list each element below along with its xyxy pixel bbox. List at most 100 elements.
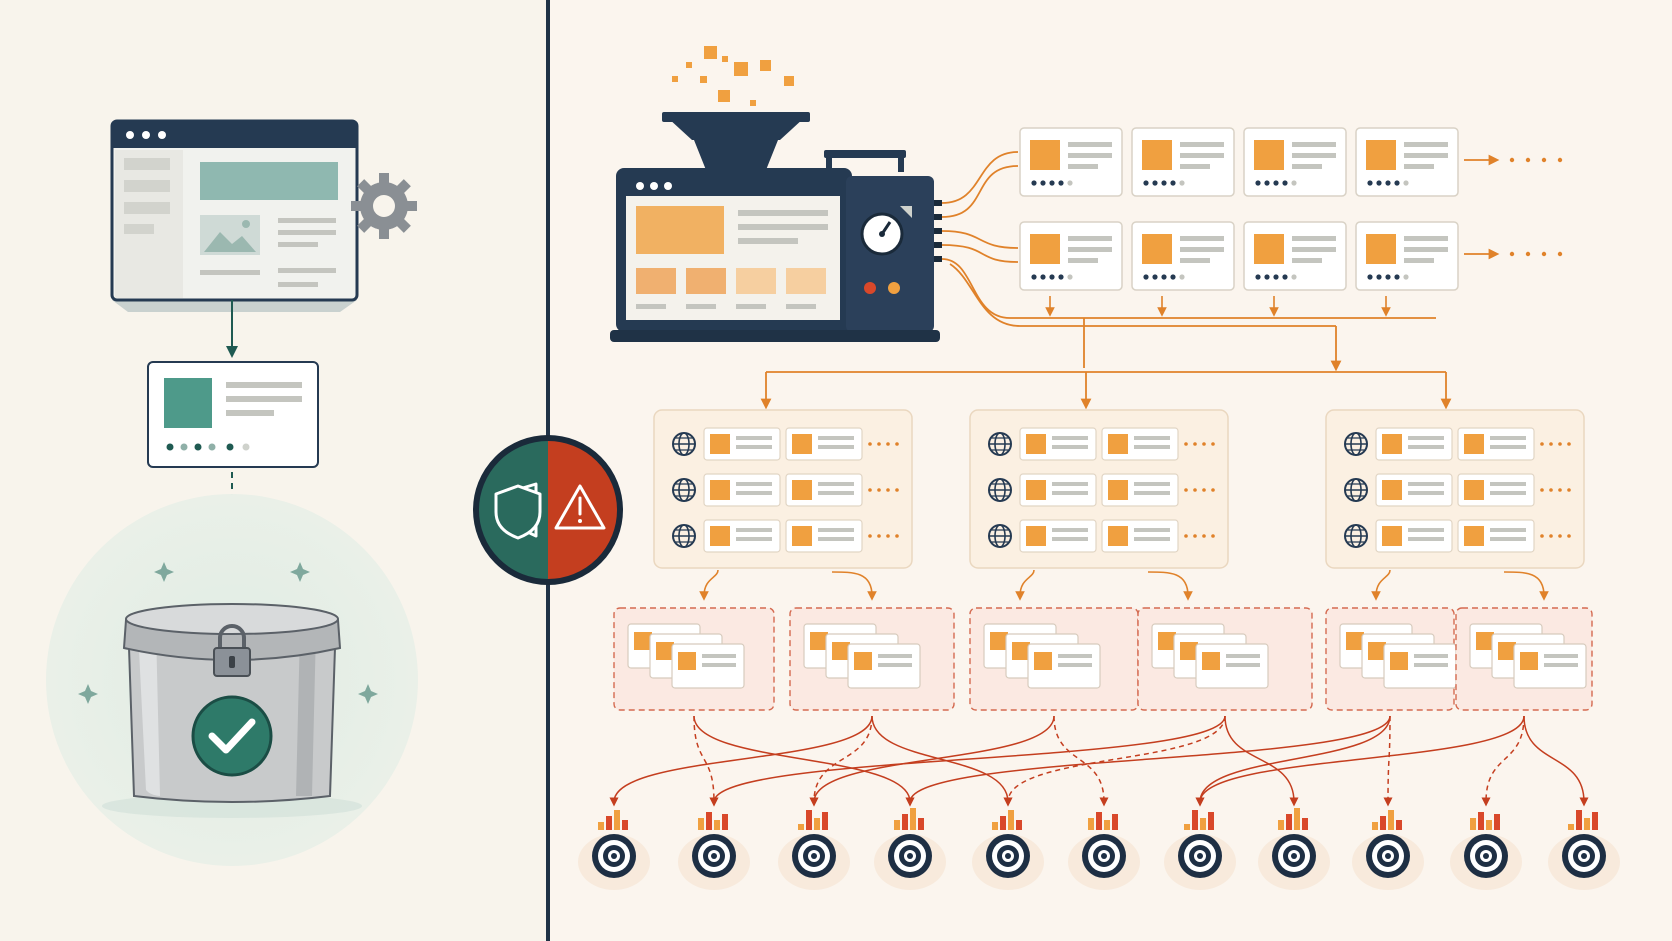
continuation-dot xyxy=(886,534,890,538)
sparkle-decor xyxy=(78,562,378,704)
continuation-dot xyxy=(886,488,890,492)
continuation-dot xyxy=(1525,251,1531,257)
card-thumbnail xyxy=(1030,234,1060,264)
distribution-link xyxy=(1224,715,1299,807)
content-card xyxy=(1131,221,1235,291)
mini-card xyxy=(1101,427,1179,461)
card-line xyxy=(1068,153,1112,158)
card-line xyxy=(1180,258,1210,263)
card-dot xyxy=(1273,274,1279,280)
card-thumbnail xyxy=(1366,140,1396,170)
mini-card xyxy=(1457,473,1535,507)
wire xyxy=(949,263,1336,327)
card-thumbnail xyxy=(1142,234,1172,264)
bar-chart-icon xyxy=(698,812,728,830)
shield-warning-badge xyxy=(473,435,623,585)
continuation-dot xyxy=(877,534,881,538)
distribution-link xyxy=(609,715,873,807)
card-dot xyxy=(1170,274,1176,280)
globe-icon xyxy=(988,478,1012,502)
card-line xyxy=(1404,142,1448,147)
cluster-panel xyxy=(653,409,913,569)
distribution-link xyxy=(905,715,1391,807)
card-dot xyxy=(1152,274,1158,280)
card-dot xyxy=(1067,274,1073,280)
distribution-link xyxy=(693,715,719,807)
card-dot xyxy=(1385,180,1391,186)
bar-chart-icon xyxy=(1568,810,1598,830)
continuation-dot xyxy=(868,488,872,492)
stacked-card xyxy=(1195,643,1269,689)
diagram-flow-layer xyxy=(578,127,1620,890)
content-card xyxy=(1243,127,1347,197)
mini-card xyxy=(1101,473,1179,507)
cluster-frame xyxy=(969,409,1229,569)
continuation-dot xyxy=(1549,442,1553,446)
card-dot xyxy=(1067,180,1073,186)
continuation-dot xyxy=(895,534,899,538)
continuation-dot xyxy=(1557,251,1563,257)
card-dot xyxy=(1264,274,1270,280)
distribution-link xyxy=(1523,715,1589,807)
stacked-card xyxy=(1383,643,1457,689)
card-dot xyxy=(1152,180,1158,186)
continuation-dot xyxy=(1540,442,1544,446)
card-dot xyxy=(1394,274,1400,280)
content-card xyxy=(1131,127,1235,197)
continuation-dot xyxy=(1541,251,1547,257)
card-dot xyxy=(1049,180,1055,186)
continuation-dot xyxy=(895,488,899,492)
card-line xyxy=(1404,164,1434,169)
globe-icon xyxy=(988,432,1012,456)
stacked-card xyxy=(671,643,745,689)
card-dot xyxy=(1058,180,1064,186)
checkmark-icon xyxy=(191,695,273,777)
card-dot xyxy=(1282,180,1288,186)
card-dot xyxy=(1291,274,1297,280)
content-card-icon xyxy=(147,361,319,468)
cluster-out-arrow xyxy=(1503,571,1549,601)
card-dot xyxy=(1161,274,1167,280)
card-line xyxy=(1292,258,1322,263)
card-line xyxy=(1292,164,1322,169)
globe-icon xyxy=(988,524,1012,548)
bar-chart-icon xyxy=(1470,812,1500,830)
card-dot xyxy=(1282,274,1288,280)
bar-chart-icon xyxy=(1184,810,1214,830)
target-icon xyxy=(792,834,836,878)
card-dot xyxy=(1179,180,1185,186)
mini-card xyxy=(1101,519,1179,553)
content-card xyxy=(1019,127,1123,197)
stacked-card xyxy=(1027,643,1101,689)
continuation-dot xyxy=(1509,251,1515,257)
card-line xyxy=(1292,236,1336,241)
bar-chart-icon xyxy=(992,810,1022,830)
stacked-card xyxy=(847,643,921,689)
card-line xyxy=(1292,153,1336,158)
card-dot xyxy=(1049,274,1055,280)
bar-chart-icon xyxy=(1088,812,1118,830)
globe-icon xyxy=(672,432,696,456)
shield-icon xyxy=(494,482,542,540)
mini-card xyxy=(703,427,781,461)
continuation-dot xyxy=(1193,488,1197,492)
mini-card xyxy=(1019,519,1097,553)
continuation-dot xyxy=(1211,534,1215,538)
continuation-dot xyxy=(1549,534,1553,538)
continuation-dot xyxy=(1525,157,1531,163)
card-dot xyxy=(1040,180,1046,186)
locked-storage-icon xyxy=(122,603,342,803)
globe-icon xyxy=(1344,432,1368,456)
distribution-link xyxy=(871,715,1013,807)
target-icon xyxy=(1272,834,1316,878)
target-icon xyxy=(592,834,636,878)
particle-icons xyxy=(672,46,794,106)
card-dot xyxy=(1385,274,1391,280)
stack-bin xyxy=(1325,607,1457,711)
continuation-dot xyxy=(895,442,899,446)
card-dot xyxy=(1143,274,1149,280)
card-thumbnail xyxy=(1254,140,1284,170)
card-line xyxy=(1404,258,1434,263)
